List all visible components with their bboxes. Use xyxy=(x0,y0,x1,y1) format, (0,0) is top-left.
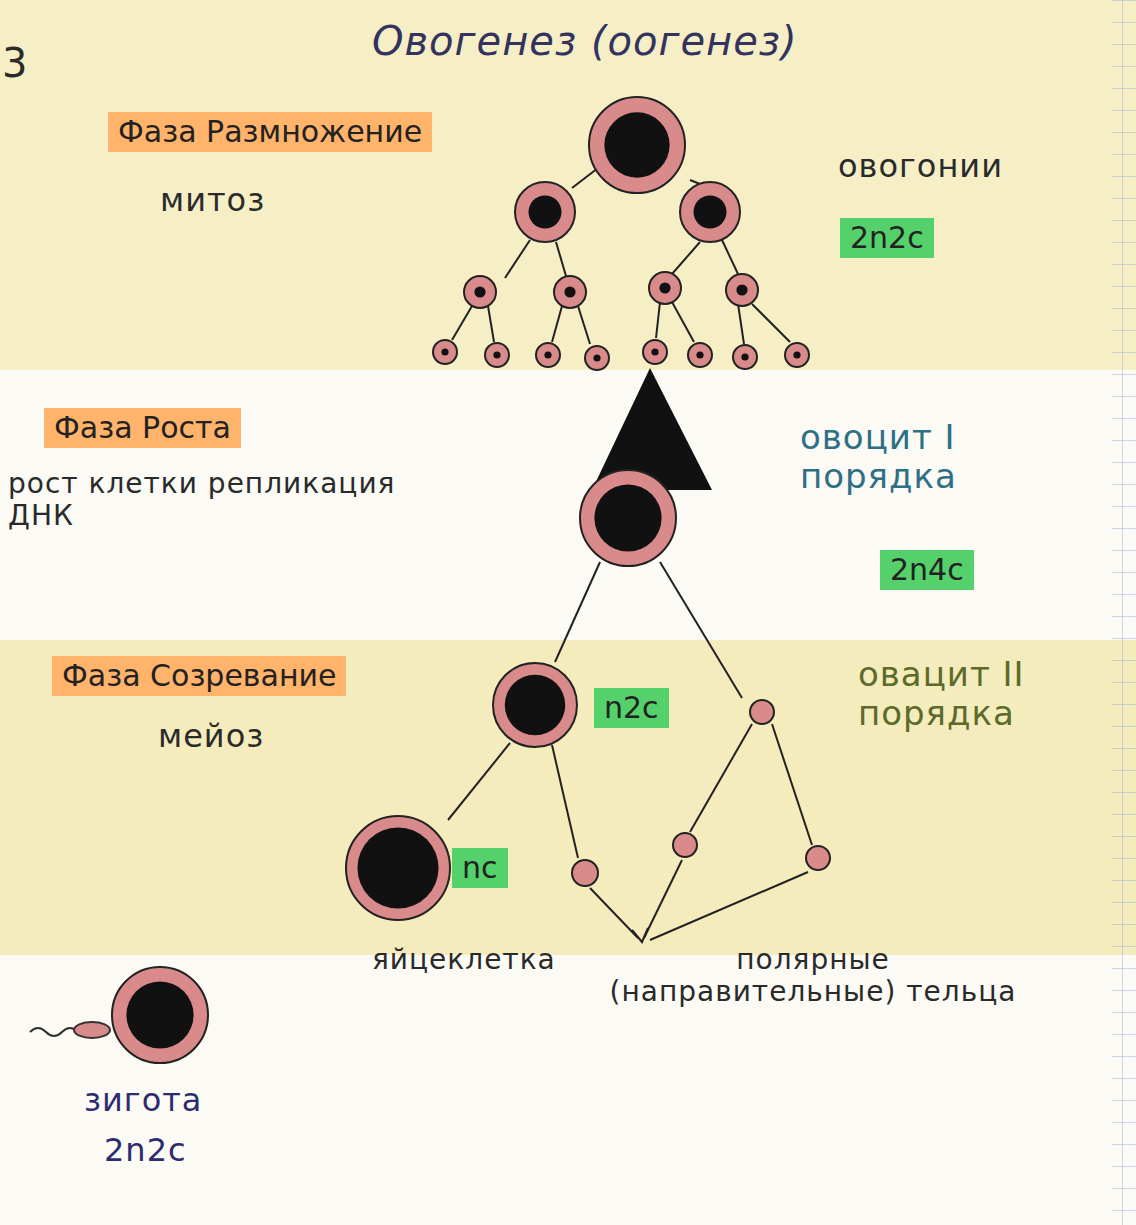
annotation: зигота xyxy=(84,1082,202,1119)
lineage-line xyxy=(738,304,744,344)
cell-nucleus xyxy=(696,351,703,358)
lineage-line xyxy=(656,302,660,338)
annotation: 2n2c xyxy=(104,1132,187,1169)
growth-wedge xyxy=(592,368,712,490)
cell-nucleus xyxy=(564,286,575,297)
lineage-line xyxy=(772,724,812,845)
phase-highlight: Фаза Размножение xyxy=(108,112,432,152)
lineage-line xyxy=(578,306,590,344)
lineage-line xyxy=(572,168,598,188)
cell-nucleus xyxy=(357,827,438,908)
annotation: 3 xyxy=(2,40,28,86)
cell xyxy=(112,967,208,1063)
cell xyxy=(750,700,774,724)
leader-line xyxy=(590,888,638,938)
graph-paper xyxy=(1112,0,1136,1225)
cell xyxy=(433,340,457,364)
annotation: овоцит I порядка xyxy=(800,418,1100,496)
cell xyxy=(680,182,740,242)
lineage-line xyxy=(690,724,752,832)
cell xyxy=(785,343,809,367)
cell xyxy=(464,276,496,308)
lineage-line xyxy=(722,240,738,274)
highlight-text: nc xyxy=(462,850,498,885)
cell xyxy=(688,343,712,367)
annotation: овацит II порядка xyxy=(858,655,1123,733)
cell xyxy=(726,274,758,306)
lineage-line xyxy=(552,306,562,342)
cell xyxy=(515,182,575,242)
cell-nucleus xyxy=(594,484,661,551)
phase-band xyxy=(0,0,1136,370)
cell-nucleus xyxy=(694,196,727,229)
phase-band xyxy=(0,640,1136,955)
cell xyxy=(346,816,450,920)
cell-nucleus xyxy=(126,981,193,1048)
annotation: яйцеклетка xyxy=(372,944,556,976)
cell xyxy=(806,846,830,870)
lineage-line xyxy=(505,240,530,278)
cell-nucleus xyxy=(659,282,670,293)
lineage-line xyxy=(660,562,742,698)
cell-nucleus xyxy=(544,351,551,358)
lineage-line xyxy=(752,304,790,342)
cell xyxy=(493,663,577,747)
sperm-tail xyxy=(30,1028,78,1036)
lineage-line xyxy=(452,306,472,340)
highlight-text: Фаза Размножение xyxy=(118,114,422,149)
cell-nucleus xyxy=(736,284,747,295)
annotation: мейоз xyxy=(158,718,264,755)
annotation: митоз xyxy=(160,182,265,219)
arrow-head xyxy=(632,928,648,942)
cell xyxy=(643,340,667,364)
highlight-text: 2n4c xyxy=(890,552,964,587)
highlight-text: Фаза Роста xyxy=(54,410,231,445)
ploidy-highlight: 2n2c xyxy=(840,218,934,258)
cell-nucleus xyxy=(474,286,485,297)
cell xyxy=(554,276,586,308)
phase-highlight: Фаза Созревание xyxy=(52,656,346,696)
cell xyxy=(649,272,681,304)
cell-nucleus xyxy=(741,353,748,360)
cell-nucleus xyxy=(651,348,658,355)
annotation: овогонии xyxy=(838,148,1003,185)
cell-nucleus xyxy=(441,348,448,355)
lineage-line xyxy=(488,306,494,342)
cell-nucleus xyxy=(529,196,562,229)
phase-highlight: Фаза Роста xyxy=(44,408,241,448)
cell xyxy=(589,97,685,193)
lineage-line xyxy=(448,743,510,820)
cell xyxy=(733,345,757,369)
lineage-line xyxy=(672,242,700,274)
ploidy-highlight: 2n4c xyxy=(880,550,974,590)
lineage-line xyxy=(556,242,566,276)
cell xyxy=(580,470,676,566)
cell-nucleus xyxy=(505,675,565,735)
cell-nucleus xyxy=(493,351,500,358)
ploidy-highlight: n2c xyxy=(594,688,669,728)
cell xyxy=(536,343,560,367)
cell-nucleus xyxy=(593,354,600,361)
ploidy-highlight: nc xyxy=(452,848,508,888)
leader-line xyxy=(650,872,808,940)
lineage-line xyxy=(555,562,600,662)
title: Овогенез (оогенез) xyxy=(372,18,798,64)
cell-nucleus xyxy=(793,351,800,358)
annotation: полярные (направительные) тельца xyxy=(598,944,1028,1008)
cell-nucleus xyxy=(604,112,669,177)
lineage-line xyxy=(552,745,578,858)
highlight-text: 2n2c xyxy=(850,220,924,255)
cell xyxy=(572,860,598,886)
cell xyxy=(673,833,697,857)
highlight-text: Фаза Созревание xyxy=(62,658,336,693)
cell xyxy=(485,343,509,367)
annotation: рост клетки репликация ДНК xyxy=(8,468,408,532)
highlight-text: n2c xyxy=(604,690,659,725)
sperm-head xyxy=(74,1022,110,1038)
cell xyxy=(585,346,609,370)
lineage-line xyxy=(672,302,694,342)
leader-line xyxy=(644,860,682,938)
